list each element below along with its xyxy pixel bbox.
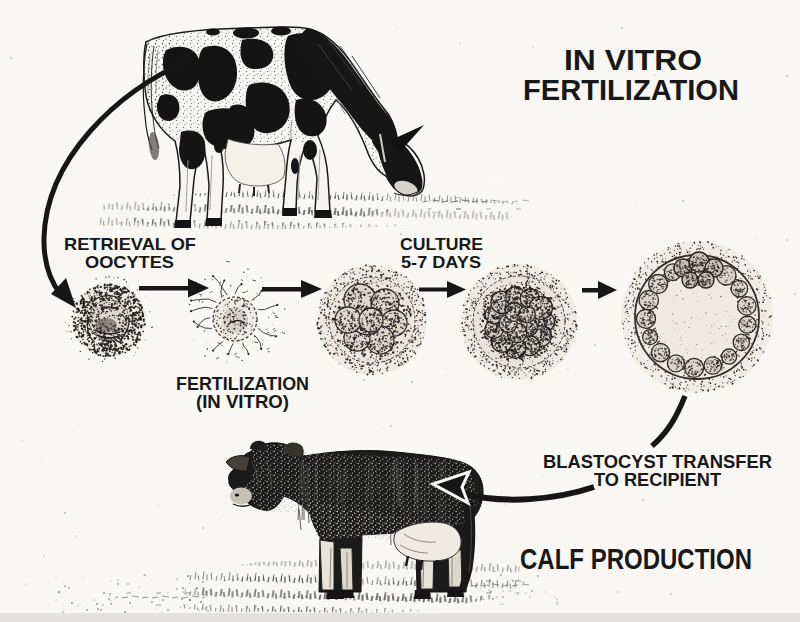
svg-text:RETRIEVAL OF: RETRIEVAL OF bbox=[64, 235, 196, 254]
svg-text:FERTILIZATION: FERTILIZATION bbox=[523, 74, 739, 106]
svg-text:5-7 DAYS: 5-7 DAYS bbox=[401, 253, 481, 272]
svg-text:CALF PRODUCTION: CALF PRODUCTION bbox=[520, 542, 752, 575]
svg-text:(IN VITRO): (IN VITRO) bbox=[196, 392, 289, 412]
svg-text:TO RECIPIENT: TO RECIPIENT bbox=[594, 469, 721, 490]
svg-text:CULTURE: CULTURE bbox=[400, 235, 483, 254]
svg-text:IN VITRO: IN VITRO bbox=[564, 44, 702, 76]
svg-text:OOCYTES: OOCYTES bbox=[85, 253, 174, 272]
svg-text:FERTILIZATION: FERTILIZATION bbox=[176, 374, 309, 394]
